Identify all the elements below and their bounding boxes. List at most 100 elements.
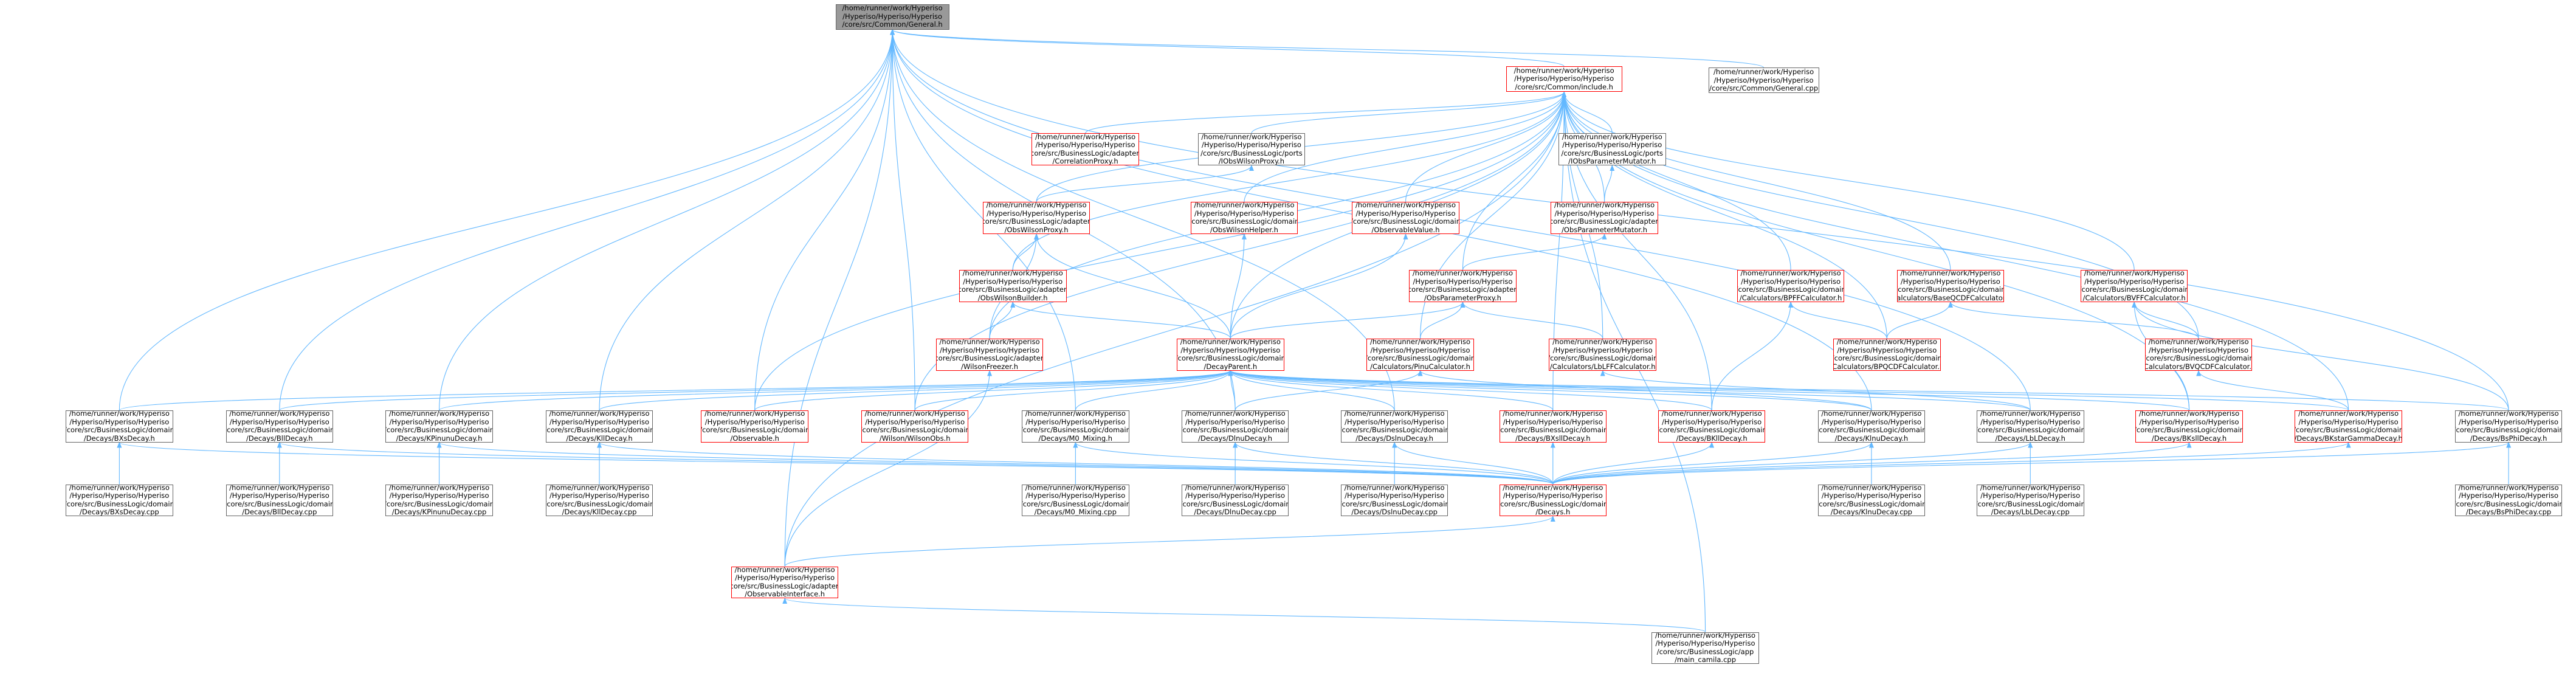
node-label-line: /Hyperiso/Hyperiso/Hyperiso [69,417,170,426]
node-decays-h[interactable]: /home/runner/work/Hyperiso/Hyperiso/Hype… [1499,484,1607,517]
node-label-line: /core/src/BusinessLogic/adapters [935,354,1044,363]
node-bsphidecay-cpp[interactable]: /home/runner/work/Hyperiso/Hyperiso/Hype… [2454,484,2563,517]
node-klldecay-h[interactable]: /home/runner/work/Hyperiso/Hyperiso/Hype… [545,410,653,443]
node-wilsonwilsonobs[interactable]: /home/runner/work/Hyperiso/Hyperiso/Hype… [861,410,969,443]
node-blldecay-h[interactable]: /home/runner/work/Hyperiso/Hyperiso/Hype… [226,410,334,443]
node-label-line: /main_camila.cpp [1675,655,1737,664]
node-obsparamproxy[interactable]: /home/runner/work/Hyperiso/Hyperiso/Hype… [1409,270,1517,302]
edge-wilsonwilsonobs-to-decayparent [914,370,1233,411]
edge-observableinterface-to-wilsonfreezer [784,370,993,567]
node-label-line: /Hyperiso/Hyperiso/Hyperiso [2084,277,2185,286]
node-pinucalc[interactable]: /home/runner/work/Hyperiso/Hyperiso/Hype… [1366,338,1474,371]
node-lblffcalc[interactable]: /home/runner/work/Hyperiso/Hyperiso/Hype… [1549,338,1657,371]
node-label-line: /Decays/BKstarGammaDecay.h [2295,433,2402,443]
node-label-line: /core/src/BusinessLogic/domain [1022,426,1129,435]
node-obsparammutator[interactable]: /home/runner/work/Hyperiso/Hyperiso/Hype… [1551,202,1658,234]
node-obswilsonproxy[interactable]: /home/runner/work/Hyperiso/Hyperiso/Hype… [982,202,1090,234]
node-label-line: /Decays/BllDecay.cpp [242,508,317,517]
node-obswilsonbuilder[interactable]: /home/runner/work/Hyperiso/Hyperiso/Hype… [959,270,1067,302]
node-iobswilsonproxy[interactable]: /home/runner/work/Hyperiso/Hyperiso/Hype… [1197,133,1306,166]
node-bxsdecay-cpp[interactable]: /home/runner/work/Hyperiso/Hyperiso/Hype… [66,484,173,517]
edge-obswilsonhelper-to-commoninclude [1244,91,1567,202]
node-main-camila[interactable]: /home/runner/work/Hyperiso/Hyperiso/Hype… [1651,632,1759,664]
edge-decays-h-to-bxsdecay-h [117,441,1554,485]
node-correlationproxy[interactable]: /home/runner/work/Hyperiso/Hyperiso/Hype… [1031,133,1139,166]
edge-bpqcdfcalc-to-bpffcalc [1788,301,1887,339]
node-m0mixing-cpp[interactable]: /home/runner/work/Hyperiso/Hyperiso/Hype… [1022,484,1129,517]
node-label-line: /home/runner/work/Hyperiso [1554,202,1655,210]
edge-blldecay-h-to-general-h [279,29,895,411]
node-label-line: /core/src/BusinessLogic/ports [1200,148,1303,157]
node-label-line: /Hyperiso/Hyperiso/Hyperiso [1741,277,1841,286]
node-klnudecay-cpp[interactable]: /home/runner/work/Hyperiso/Hyperiso/Hype… [1817,484,1926,517]
node-dslnudecay-cpp[interactable]: /home/runner/work/Hyperiso/Hyperiso/Hype… [1340,484,1448,517]
node-klnudecay-h[interactable]: /home/runner/work/Hyperiso/Hyperiso/Hype… [1817,410,1926,443]
node-bsphidecay-h[interactable]: /home/runner/work/Hyperiso/Hyperiso/Hype… [2454,410,2563,443]
node-bpffcalc[interactable]: /home/runner/work/Hyperiso/Hyperiso/Hype… [1737,270,1845,302]
node-label-line: /home/runner/work/Hyperiso [1655,632,1756,640]
node-blldecay-cpp[interactable]: /home/runner/work/Hyperiso/Hyperiso/Hype… [226,484,334,517]
node-label-line: /core/src/BusinessLogic/domain [1549,354,1657,363]
node-baseqcdfcalc[interactable]: /home/runner/work/Hyperiso/Hyperiso/Hype… [1896,270,2005,302]
node-decayparent[interactable]: /home/runner/work/Hyperiso/Hyperiso/Hype… [1177,338,1284,371]
edge-dslnudecay-h-to-decayparent [1228,370,1395,411]
node-wilsonfreezer[interactable]: /home/runner/work/Hyperiso/Hyperiso/Hype… [935,338,1044,371]
edge-decayparent-to-obswilsonbuilder [1010,301,1231,339]
edge-observablevalue-to-commoninclude [1405,91,1567,202]
node-label-line: /home/runner/work/Hyperiso [1514,66,1614,75]
node-observable-h[interactable]: /home/runner/work/Hyperiso/Hyperiso/Hype… [701,410,809,443]
node-kpinunudecay-h[interactable]: /home/runner/work/Hyperiso/Hyperiso/Hype… [385,410,493,443]
node-label-line: /core/src/BusinessLogic/adapters [1031,148,1139,157]
node-general-cpp[interactable]: /home/runner/work/Hyperiso/Hyperiso/Hype… [1708,67,1819,94]
node-bvqcdfcalc[interactable]: /home/runner/work/Hyperiso/Hyperiso/Hype… [2144,338,2253,371]
node-label-line: /Hyperiso/Hyperiso/Hyperiso [549,491,649,500]
node-label-line: /core/src/BusinessLogic/domain [1177,354,1284,363]
node-bkstargamma-h[interactable]: /home/runner/work/Hyperiso/Hyperiso/Hype… [2295,410,2402,443]
node-bxslldecay-h[interactable]: /home/runner/work/Hyperiso/Hyperiso/Hype… [1499,410,1607,443]
node-observablevalue[interactable]: /home/runner/work/Hyperiso/Hyperiso/Hype… [1352,202,1459,234]
node-label-line: /core/src/BusinessLogic/domain [2295,426,2402,435]
node-label-line: /core/src/BusinessLogic/domain [1817,499,1926,508]
node-label-line: /core/src/BusinessLogic/domain [701,426,809,435]
node-label-line: /Decays/BKsllDecay.h [2152,433,2227,443]
node-commoninclude[interactable]: /home/runner/work/Hyperiso/Hyperiso/Hype… [1506,66,1622,92]
node-observableinterface[interactable]: /home/runner/work/Hyperiso/Hyperiso/Hype… [731,566,839,599]
node-label-line: /core/src/BusinessLogic/domain [1181,499,1289,508]
node-label-line: /home/runner/work/Hyperiso [1836,338,1937,347]
node-klldecay-cpp[interactable]: /home/runner/work/Hyperiso/Hyperiso/Hype… [545,484,653,517]
node-dslnudecay-h[interactable]: /home/runner/work/Hyperiso/Hyperiso/Hype… [1340,410,1448,443]
node-label-line: /core/src/BusinessLogic/domain [1366,354,1474,363]
node-lblldecay-cpp[interactable]: /home/runner/work/Hyperiso/Hyperiso/Hype… [1976,484,2084,517]
node-bxsdecay-h[interactable]: /home/runner/work/Hyperiso/Hyperiso/Hype… [66,410,173,443]
node-bklldecay-h[interactable]: /home/runner/work/Hyperiso/Hyperiso/Hype… [1658,410,1766,443]
node-label-line: /core/src/BusinessLogic/domain [545,499,653,508]
node-bvffcalc[interactable]: /home/runner/work/Hyperiso/Hyperiso/Hype… [2080,270,2188,302]
node-dlnudecay-h[interactable]: /home/runner/work/Hyperiso/Hyperiso/Hype… [1181,410,1289,443]
node-label-line: /home/runner/work/Hyperiso [1344,410,1445,418]
node-dlnudecay-cpp[interactable]: /home/runner/work/Hyperiso/Hyperiso/Hype… [1181,484,1289,517]
node-lblldecay-h[interactable]: /home/runner/work/Hyperiso/Hyperiso/Hype… [1976,410,2084,443]
edge-general-cpp-to-general-h [890,29,1765,68]
node-bpqcdfcalc[interactable]: /home/runner/work/Hyperiso/Hyperiso/Hype… [1833,338,1941,371]
node-label-line: /core/src/BusinessLogic/app [1656,647,1754,656]
edge-bpqcdfcalc-to-baseqcdfcalc [1886,301,1953,339]
node-label-line: /Hyperiso/Hyperiso/Hyperiso [1552,345,1653,354]
node-label-line: /home/runner/work/Hyperiso [1740,270,1841,278]
node-m0mixing-h[interactable]: /home/runner/work/Hyperiso/Hyperiso/Hype… [1022,410,1129,443]
node-label-line: /core/src/BusinessLogic/domain [2454,499,2563,508]
node-label-line: /Hyperiso/Hyperiso/Hyperiso [1180,345,1281,354]
node-label-line: /core/src/BusinessLogic/domain [1499,426,1607,435]
node-kpinunudecay-cpp[interactable]: /home/runner/work/Hyperiso/Hyperiso/Hype… [385,484,493,517]
node-label-line: /core/src/BusinessLogic/domain [1340,426,1448,435]
node-bkslldecay-h[interactable]: /home/runner/work/Hyperiso/Hyperiso/Hype… [2135,410,2243,443]
node-general-h[interactable]: /home/runner/work/Hyperiso/Hyperiso/Hype… [835,4,949,30]
node-iobsparammutator[interactable]: /home/runner/work/Hyperiso/Hyperiso/Hype… [1558,133,1666,166]
node-label-line: /Hyperiso/Hyperiso/Hyperiso [963,277,1063,286]
node-label-line: /Hyperiso/Hyperiso/Hyperiso [1413,277,1513,286]
node-label-line: /core/src/BusinessLogic/domain [1181,426,1289,435]
node-label-line: /core/src/Common/General.cpp [1709,84,1819,93]
node-obswilsonhelper[interactable]: /home/runner/work/Hyperiso/Hyperiso/Hype… [1190,202,1298,234]
edge-bvqcdfcalc-to-bvffcalc [2132,301,2199,339]
node-label-line: /Hyperiso/Hyperiso/Hyperiso [1035,140,1135,150]
